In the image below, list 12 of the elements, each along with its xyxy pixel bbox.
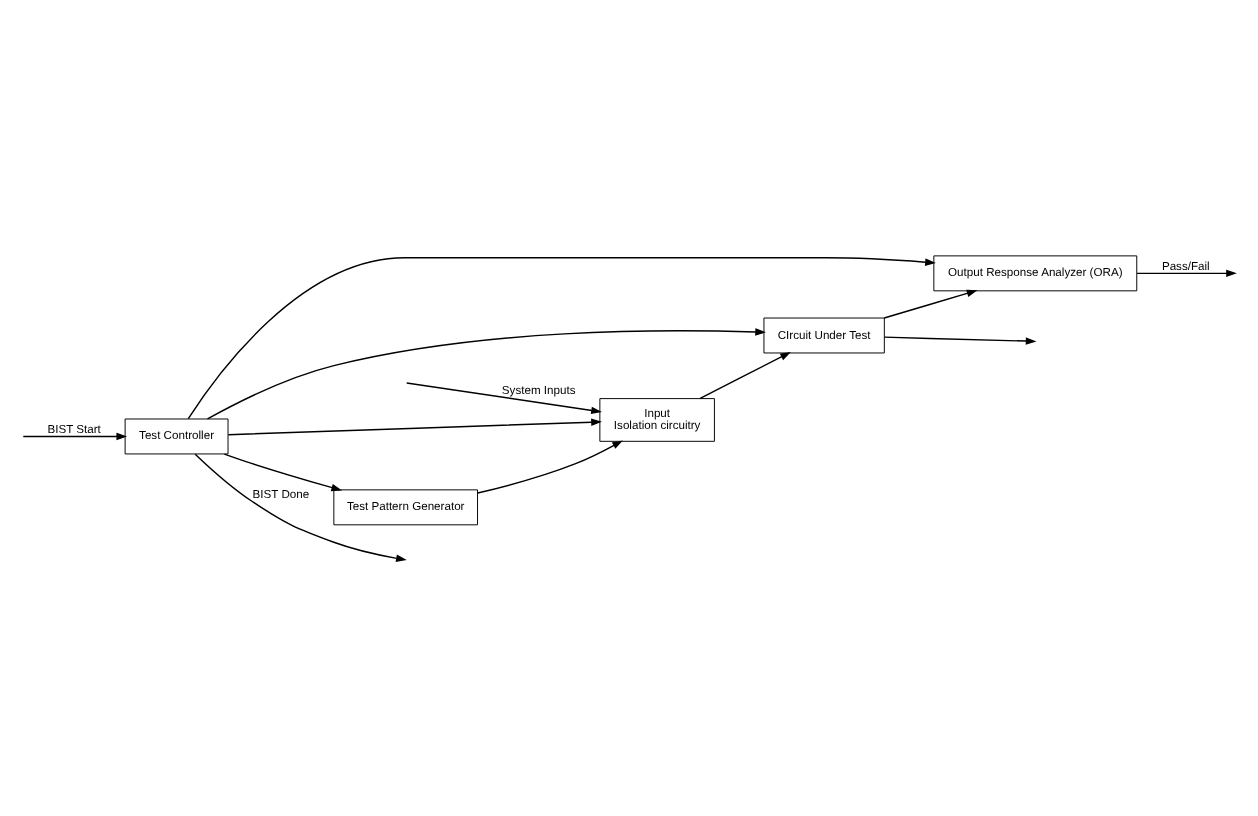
arrow — [206, 328, 766, 420]
arrow — [223, 453, 343, 492]
arrow — [883, 289, 978, 319]
arrow — [22, 432, 128, 441]
arrow — [194, 453, 407, 562]
arrow — [477, 440, 623, 494]
arrow — [227, 418, 602, 436]
arrow — [883, 336, 1037, 345]
arrow — [699, 352, 791, 400]
arrow — [1136, 269, 1237, 278]
arrow — [187, 257, 936, 420]
arrow — [406, 382, 602, 415]
